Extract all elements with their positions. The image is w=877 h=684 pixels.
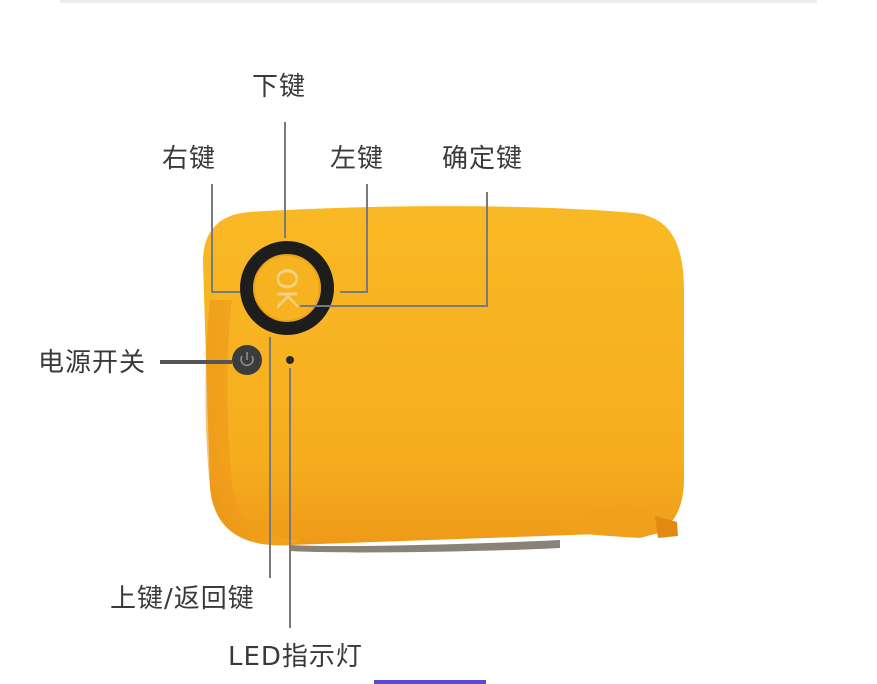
- power-icon: [240, 352, 254, 367]
- bottom-accent-bar: [374, 680, 486, 684]
- led-indicator-dot: [286, 356, 294, 364]
- leader-right-key: [211, 184, 240, 293]
- leader-left-key: [340, 184, 368, 293]
- top-divider: [60, 0, 817, 3]
- label-right-key: 右键: [162, 144, 217, 174]
- label-power-switch: 电源开关: [38, 348, 147, 378]
- leader-lines: [160, 122, 488, 628]
- leader-ok-key: [300, 192, 488, 307]
- control-dial[interactable]: [240, 241, 334, 335]
- label-left-key: 左键: [330, 144, 385, 174]
- power-button[interactable]: [232, 345, 262, 375]
- label-ok-key: 确定键: [442, 144, 524, 174]
- label-down-key: 下键: [252, 72, 307, 102]
- ok-button-label[interactable]: OK: [271, 268, 304, 309]
- label-up-back-key: 上键/返回键: [110, 584, 255, 614]
- label-led-indicator: LED指示灯: [228, 642, 363, 672]
